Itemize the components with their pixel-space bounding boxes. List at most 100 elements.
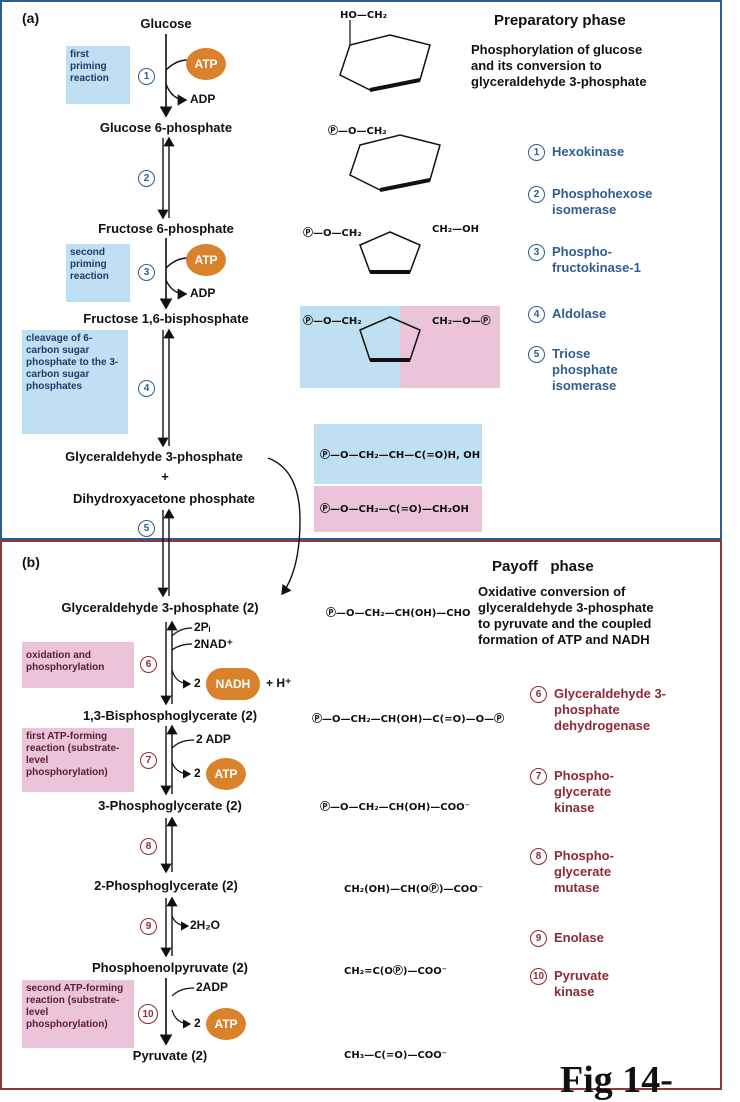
note-first-atp-forming: first ATP-forming reaction (substrate-le… [22,728,134,792]
panel-a-label: (a) [22,10,40,26]
metabolite-2-phosphoglycerate: 2-Phosphoglycerate (2) [94,878,238,893]
figure-label: Fig 14- [560,1059,673,1101]
enzyme-name: Phospho-glycerate kinase [554,768,614,815]
panel-b-label: (b) [22,554,40,570]
adp-label: ADP [190,92,216,106]
phase-desc-line: Phosphorylation of glucose [471,42,643,57]
phase-desc-line: and its conversion to [471,58,602,73]
h-plus-label: + H⁺ [266,676,292,690]
enzyme-name: Phospho-glycerate mutase [554,848,614,895]
enzyme-pyruvate-kinase: 10 Pyruvate kinase [530,968,650,1000]
ga3p-structure: Ⓟ—O—CH₂—CH—C(=O)H, OH [320,450,481,461]
atp-count: 2 [194,1016,201,1030]
metabolite-dihydroxyacetone-phosphate: Dihydroxyacetone phosphate [72,491,256,506]
phase-desc-line: glyceraldehyde 3-phosphate [478,600,654,615]
atp-coin: ATP [186,48,226,80]
atp-count: 2 [194,766,201,780]
enzyme-name: Triose phosphate isomerase [552,346,618,393]
enzyme-number: 1 [528,144,545,161]
nadh-count: 2 [194,676,201,690]
dhap-structure: Ⓟ—O—CH₂—C(=O)—CH₂OH [320,504,469,515]
ga3p-structure: Ⓟ—O—CH₂—CH(OH)—CHO [326,608,471,619]
phase-desc-line: to pyruvate and the coupled [478,616,652,631]
step-7-marker: 7 [140,752,157,769]
enzyme-phosphofructokinase-1: 3 Phospho-fructokinase-1 [528,244,664,276]
pyruvate-structure: CH₃—C(=O)—COO⁻ [344,1050,448,1061]
enzyme-number: 4 [528,306,545,323]
step-9-marker: 9 [140,918,157,935]
phase-desc-line: formation of ATP and NADH [478,632,650,647]
enzyme-name: Hexokinase [552,144,625,159]
preparatory-phase-panel [0,0,722,540]
payoff-phase-description: Oxidative conversion of glyceraldehyde 3… [478,584,654,648]
enzyme-name: Enolase [554,930,604,945]
enzyme-enolase: 9 Enolase [530,930,690,947]
metabolite-glucose: Glucose [140,16,192,31]
f6p-ring-left-label: Ⓟ—O—CH₂ [303,228,362,239]
metabolite-fructose-1-6-bisphosphate: Fructose 1,6-bisphosphate [83,311,249,326]
pg2-structure: CH₂(OH)—CH(OⓅ)—COO⁻ [344,884,484,895]
metabolite-fructose-6-phosphate: Fructose 6-phosphate [98,221,234,236]
metabolite-pyruvate: Pyruvate (2) [132,1048,208,1063]
nadh-coin: NADH [206,668,260,700]
enzyme-phosphoglycerate-mutase: 8 Phospho-glycerate mutase [530,848,650,896]
enzyme-phosphoglycerate-kinase: 7 Phospho-glycerate kinase [530,768,650,816]
metabolite-glyceraldehyde-3-phosphate: Glyceraldehyde 3-phosphate [65,449,243,464]
step-10-marker: 10 [138,1004,158,1024]
metabolite-1-3-bisphosphoglycerate: 1,3-Bisphosphoglycerate (2) [82,708,258,723]
atp-coin: ATP [186,244,226,276]
enzyme-name: Pyruvate kinase [554,968,609,999]
metabolite-ga3p-2: Glyceraldehyde 3-phosphate (2) [61,600,259,615]
step-4-marker: 4 [138,380,155,397]
enzyme-number: 8 [530,848,547,865]
note-second-priming: second priming reaction [66,244,130,302]
dhap-structure-box [314,486,482,532]
sugar-ring-structures [300,20,500,388]
preparatory-phase-description: Phosphorylation of glucose and its conve… [471,42,647,90]
pep-structure: CH₂=C(OⓅ)—COO⁻ [344,966,448,977]
step-8-marker: 8 [140,838,157,855]
step-1-marker: 1 [138,68,155,85]
atp-coin: ATP [206,758,246,790]
enzyme-number: 7 [530,768,547,785]
enzyme-aldolase: 4 Aldolase [528,306,688,323]
metabolite-3-phosphoglycerate: 3-Phosphoglycerate (2) [98,798,242,813]
payoff-phase-panel [0,540,722,1090]
enzyme-number: 9 [530,930,547,947]
nad-label: 2NAD⁺ [194,637,234,651]
metabolite-glucose-6-phosphate: Glucose 6-phosphate [99,120,233,135]
glucose-ring-label: HO—CH₂ [340,10,387,21]
adp-label: 2 ADP [196,732,231,746]
enzyme-number: 2 [528,186,545,203]
phase-desc-line: Oxidative conversion of [478,584,626,599]
bpg-structure: Ⓟ—O—CH₂—CH(OH)—C(=O)—O—Ⓟ [312,714,505,725]
water-label: 2H₂O [190,918,221,932]
enzyme-number: 10 [530,968,547,985]
step-5-marker: 5 [138,520,155,537]
note-first-priming: first priming reaction [66,46,130,104]
enzyme-name: Phosphohexose isomerase [552,186,653,217]
enzyme-name: Aldolase [552,306,607,321]
atp-coin: ATP [206,1008,246,1040]
enzyme-number: 3 [528,244,545,261]
note-second-atp-forming: second ATP-forming reaction (substrate-l… [22,980,134,1048]
f16bp-ring-right-label: CH₂—O—Ⓟ [432,316,491,327]
metabolite-phosphoenolpyruvate: Phosphoenolpyruvate (2) [91,960,249,975]
payoff-phase-title: Payoff phase [492,558,594,575]
enzyme-name: Phospho-fructokinase-1 [552,244,641,275]
enzyme-phosphohexose-isomerase: 2 Phosphohexose isomerase [528,186,688,218]
f16bp-ring-left-label: Ⓟ—O—CH₂ [303,316,362,327]
step-2-marker: 2 [138,170,155,187]
phase-desc-line: glyceraldehyde 3-phosphate [471,74,647,89]
pg3-structure: Ⓟ—O—CH₂—CH(OH)—COO⁻ [320,802,470,813]
adp-label: ADP [190,286,216,300]
enzyme-triose-phosphate-isomerase: 5 Triose phosphate isomerase [528,346,648,394]
plus-sign: + [161,469,169,484]
step-3-marker: 3 [138,264,155,281]
enzyme-number: 6 [530,686,547,703]
phosphate-label: 2Pᵢ [194,620,211,634]
note-cleavage: cleavage of 6-carbon sugar phosphate to … [22,330,128,434]
preparatory-phase-title: Preparatory phase [494,12,626,29]
step-6-marker: 6 [140,656,157,673]
